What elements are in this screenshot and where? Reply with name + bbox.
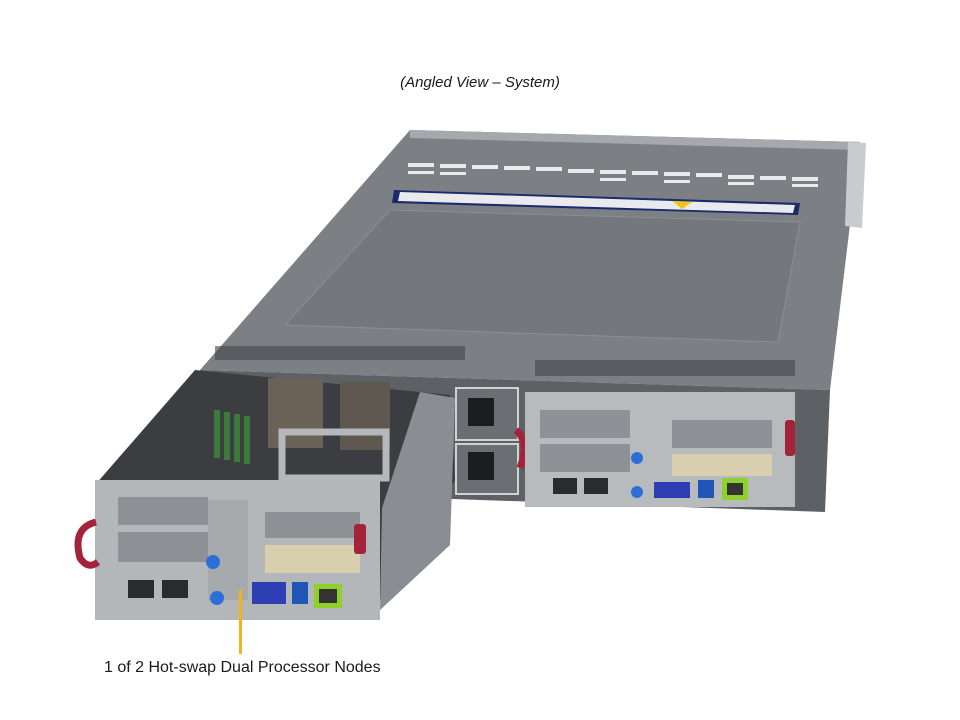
- rack-ear: [845, 142, 866, 228]
- vent-slots: [408, 163, 818, 187]
- figure-title: (Angled View – System): [400, 74, 560, 91]
- callout-leader-line: [239, 590, 242, 654]
- power-supplies: [455, 387, 519, 495]
- node-2-rear-panel: [525, 392, 795, 507]
- node-2-handle[interactable]: [785, 420, 795, 456]
- node-1-release-latch[interactable]: [354, 524, 366, 554]
- node-1-sled: [95, 370, 455, 620]
- node-1-pull-handle[interactable]: [74, 518, 101, 569]
- warning-triangle-icon: [672, 201, 692, 209]
- callout-label: 1 of 2 Hot-swap Dual Processor Nodes: [104, 659, 381, 676]
